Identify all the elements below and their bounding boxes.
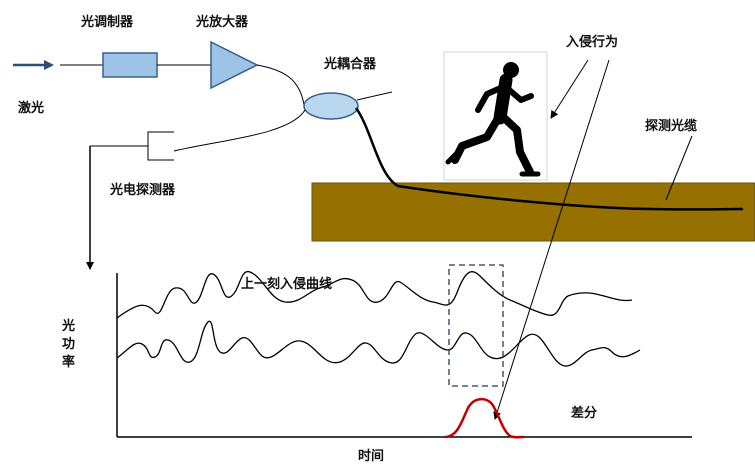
coupler-label: 光耦合器 bbox=[323, 56, 377, 72]
current-curve bbox=[116, 320, 641, 367]
intrusion-arrow-to-diff bbox=[493, 59, 610, 420]
amplifier-triangle bbox=[210, 40, 259, 90]
amplifier-label: 光放大器 bbox=[195, 14, 249, 30]
previous-intrusion-curve bbox=[116, 270, 633, 319]
modulator-box bbox=[102, 52, 158, 78]
highlight-box bbox=[448, 264, 504, 387]
y-axis-label-char-1: 光 bbox=[61, 318, 75, 334]
modulator-label: 光调制器 bbox=[80, 14, 134, 30]
coupler-ellipse bbox=[303, 92, 359, 120]
coupler-spare-port bbox=[356, 91, 393, 101]
detector-bracket bbox=[147, 131, 174, 161]
y-axis-label-char-2: 功 bbox=[62, 337, 75, 352]
x-axis-label: 时间 bbox=[358, 448, 384, 464]
intrusion-arrow-to-runner bbox=[550, 59, 589, 119]
laser-arrow bbox=[13, 60, 54, 70]
cable-label: 探测光缆 bbox=[645, 118, 697, 134]
fiber-coupler-detector bbox=[173, 109, 306, 152]
running-man-icon bbox=[445, 62, 541, 177]
laser-label: 激光 bbox=[18, 100, 44, 116]
detector-label: 光电探测器 bbox=[109, 182, 176, 198]
diff-pulse-curve bbox=[444, 398, 525, 439]
y-axis-label-char-3: 率 bbox=[62, 354, 75, 370]
previous-curve-label: 上一刻入侵曲线 bbox=[241, 276, 332, 292]
ground-strip bbox=[311, 182, 755, 242]
sensing-cable bbox=[354, 107, 744, 211]
diff-label: 差分 bbox=[571, 405, 597, 421]
fiber-amplifier-coupler bbox=[256, 64, 305, 106]
cable-pointer bbox=[665, 135, 693, 201]
intrusion-label: 入侵行为 bbox=[566, 34, 618, 50]
